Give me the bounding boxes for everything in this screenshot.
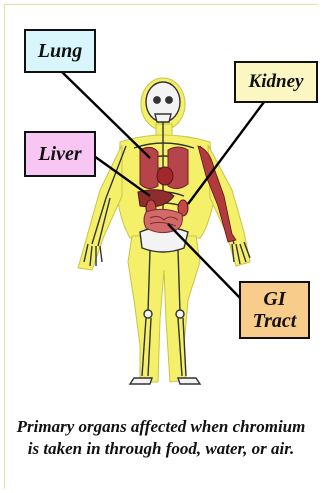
liver-label: Liver (24, 131, 96, 177)
figure-caption: Primary organs affected when chromium is… (12, 416, 310, 460)
gi-tract-label: GI Tract (239, 281, 310, 339)
heart (157, 167, 173, 185)
kidney-label: Kidney (234, 61, 318, 103)
lung-label: Lung (24, 29, 96, 73)
gi-tract (144, 209, 182, 232)
